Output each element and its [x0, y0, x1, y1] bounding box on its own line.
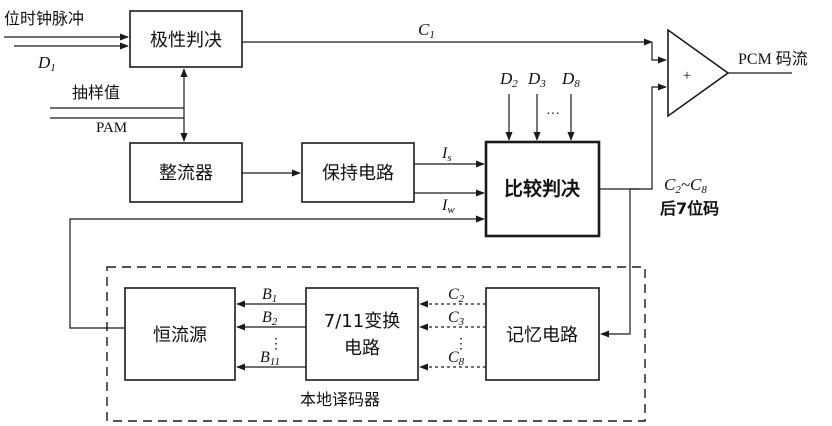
clock-pulse-label: 位时钟脉冲 [4, 9, 84, 28]
svg-text:极性判决: 极性判决 [150, 30, 222, 51]
constant-current-source-block: 恒流源 [124, 287, 236, 381]
c8-label: C8 [448, 349, 465, 368]
c2c8-to-adder-wire [630, 83, 667, 190]
d-ellipsis: ··· [546, 107, 560, 122]
polarity-decision-block: 极性判决 [129, 10, 243, 68]
rectifier-block: 整流器 [129, 142, 243, 203]
hold-circuit-block: 保持电路 [301, 142, 415, 203]
pcm-stream-label: PCM 码流 [738, 50, 808, 68]
pam-label: PAM [96, 120, 127, 136]
svg-text:保持电路: 保持电路 [322, 163, 394, 184]
d8-label: D8 [561, 69, 580, 90]
c-vdots: ⋮ [454, 337, 468, 352]
svg-text:恒流源: 恒流源 [153, 325, 207, 346]
iw-label: Iw [441, 197, 455, 216]
c1-label: C1 [418, 20, 435, 41]
svg-text:7/11变换: 7/11变换 [324, 311, 400, 332]
d3-label: D3 [527, 69, 546, 90]
last-7-bits-label: 后7位码 [660, 199, 719, 218]
b1-label: B1 [262, 286, 277, 305]
b2-label: B2 [262, 309, 278, 328]
local-decoder-group [106, 266, 646, 422]
memory-circuit-block: 记忆电路 [485, 287, 600, 381]
b11-label: B11 [260, 349, 280, 368]
c1-to-adder-wire [651, 42, 667, 64]
svg-text:比较判决: 比较判决 [504, 177, 581, 200]
converter-7-11-block: 7/11变换 电路 [305, 287, 419, 381]
c2-c8-label: C2~C8 [664, 175, 707, 196]
b-vdots: ⋮ [269, 337, 283, 352]
sample-value-label: 抽样值 [72, 83, 120, 102]
adder-triangle: + [667, 28, 730, 118]
is-label: Is [441, 145, 452, 164]
svg-text:记忆电路: 记忆电路 [506, 325, 578, 346]
svg-text:整流器: 整流器 [159, 163, 213, 184]
c3-label: C3 [448, 309, 465, 328]
c2c8-to-memory-wire [600, 189, 631, 338]
local-decoder-label: 本地译码器 [300, 390, 380, 409]
feedback-wire [69, 215, 485, 329]
d1-label: D1 [37, 53, 56, 74]
svg-text:电路: 电路 [344, 338, 380, 359]
d2-label: D2 [499, 69, 518, 90]
c2-label: C2 [448, 286, 465, 305]
compare-decision-block: 比较判决 [484, 140, 601, 238]
svg-text:+: + [683, 68, 691, 84]
